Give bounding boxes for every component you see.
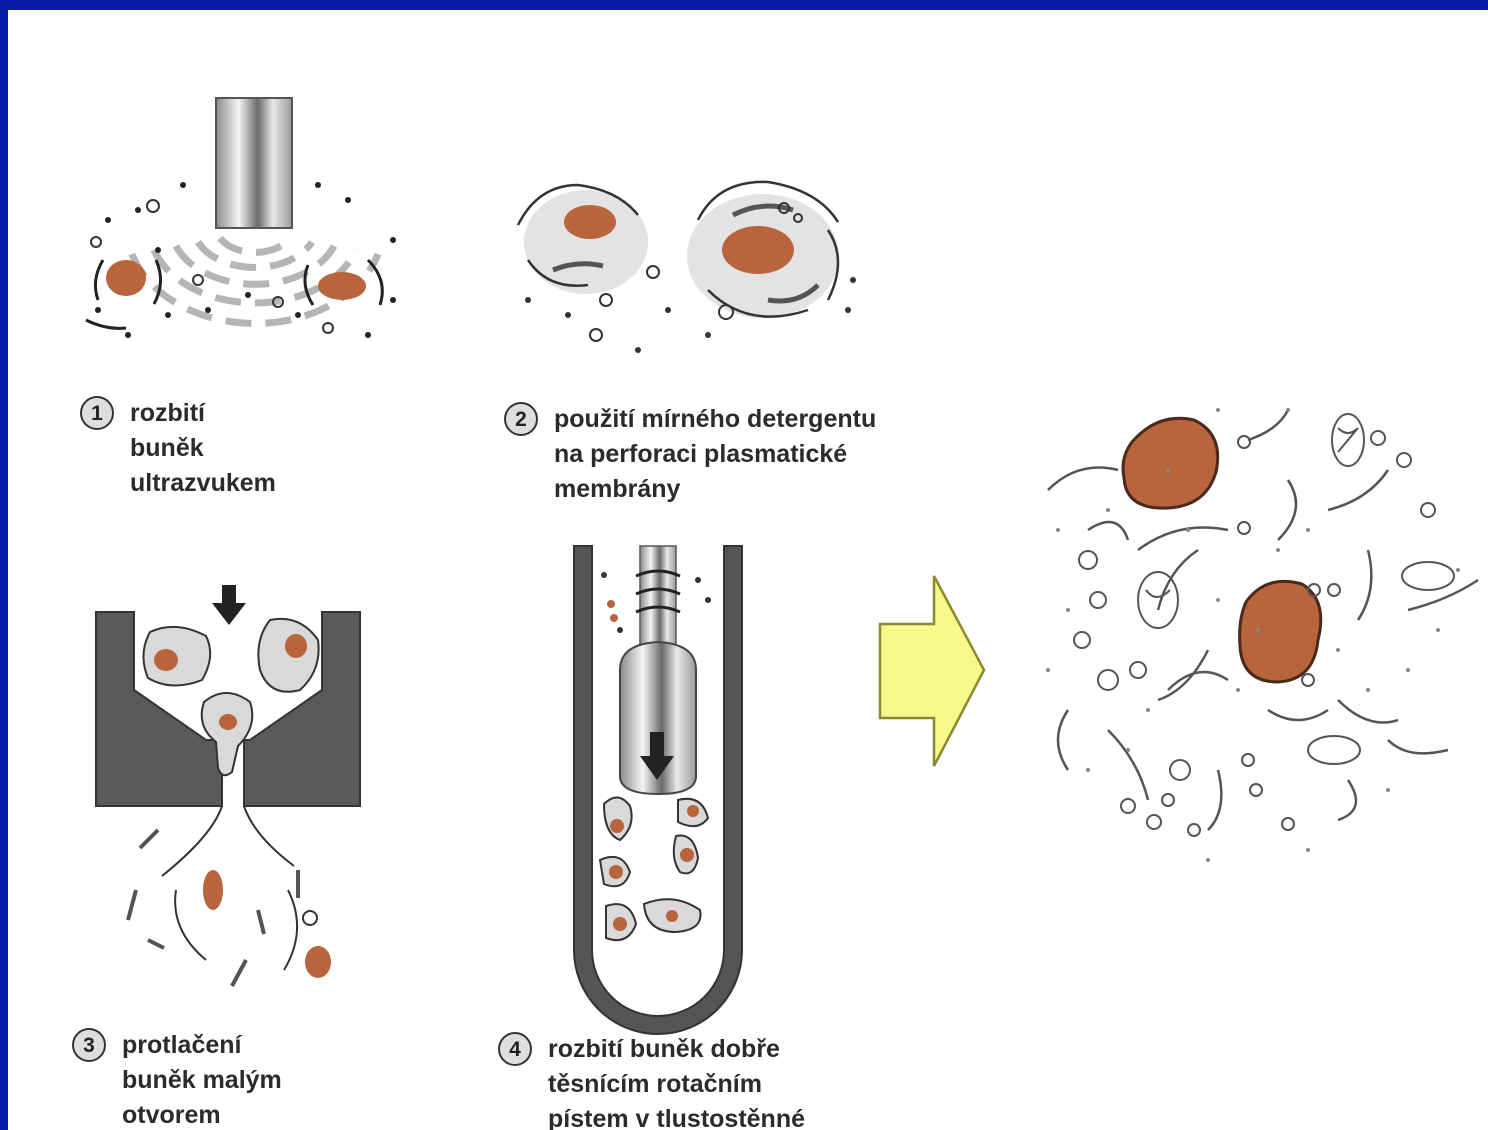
nucleus [318,272,366,300]
step-number: 4 [498,1032,532,1066]
caption-line: buněk malým [122,1063,282,1098]
step-number: 2 [504,402,538,436]
step-3-caption: 3 protlačení buněk malým otvorem [72,1028,282,1130]
diagram-art [8,10,1488,1130]
panel-detergent [518,182,856,353]
step-number: 3 [72,1028,106,1062]
step-1-caption: 1 rozbití buněk ultrazvukem [80,396,276,501]
nucleus [1240,581,1321,682]
caption-line: otvorem [122,1098,282,1130]
ultrasound-probe-icon [216,98,292,228]
step-number: 1 [80,396,114,430]
nucleus [722,226,794,274]
caption-line: buněk [130,431,276,466]
caption-line: rozbití [130,396,276,431]
nucleus [285,634,307,658]
panel-homogenizer [574,546,742,1034]
nucleus [1123,418,1218,508]
panel-ultrasound [86,98,396,338]
panel-press [96,585,360,986]
homogenate [1046,408,1478,862]
step-4-caption: 4 rozbití buněk dobře těsnícím rotačním … [498,1032,805,1130]
caption-line: pístem v tlustostěnné [548,1102,805,1130]
nucleus [106,260,146,296]
result-arrow-icon [880,576,984,766]
caption-line: ultrazvukem [130,466,276,501]
nucleus [154,649,178,671]
caption-line: těsnícím rotačním [548,1067,805,1102]
caption-line: rozbití buněk dobře [548,1032,805,1067]
caption-line: na perforaci plasmatické [554,437,876,472]
caption-line: použití mírného detergentu [554,402,876,437]
down-arrow-icon [212,585,246,625]
nucleus [203,870,223,910]
caption-line: protlačení [122,1028,282,1063]
caption-line: membrány [554,472,876,507]
nucleus [305,946,331,978]
step-2-caption: 2 použití mírného detergentu na perforac… [504,402,876,507]
diagram-frame: 1 rozbití buněk ultrazvukem 2 použití mí… [8,10,1488,1130]
nucleus [219,714,237,730]
nucleus [564,205,616,239]
